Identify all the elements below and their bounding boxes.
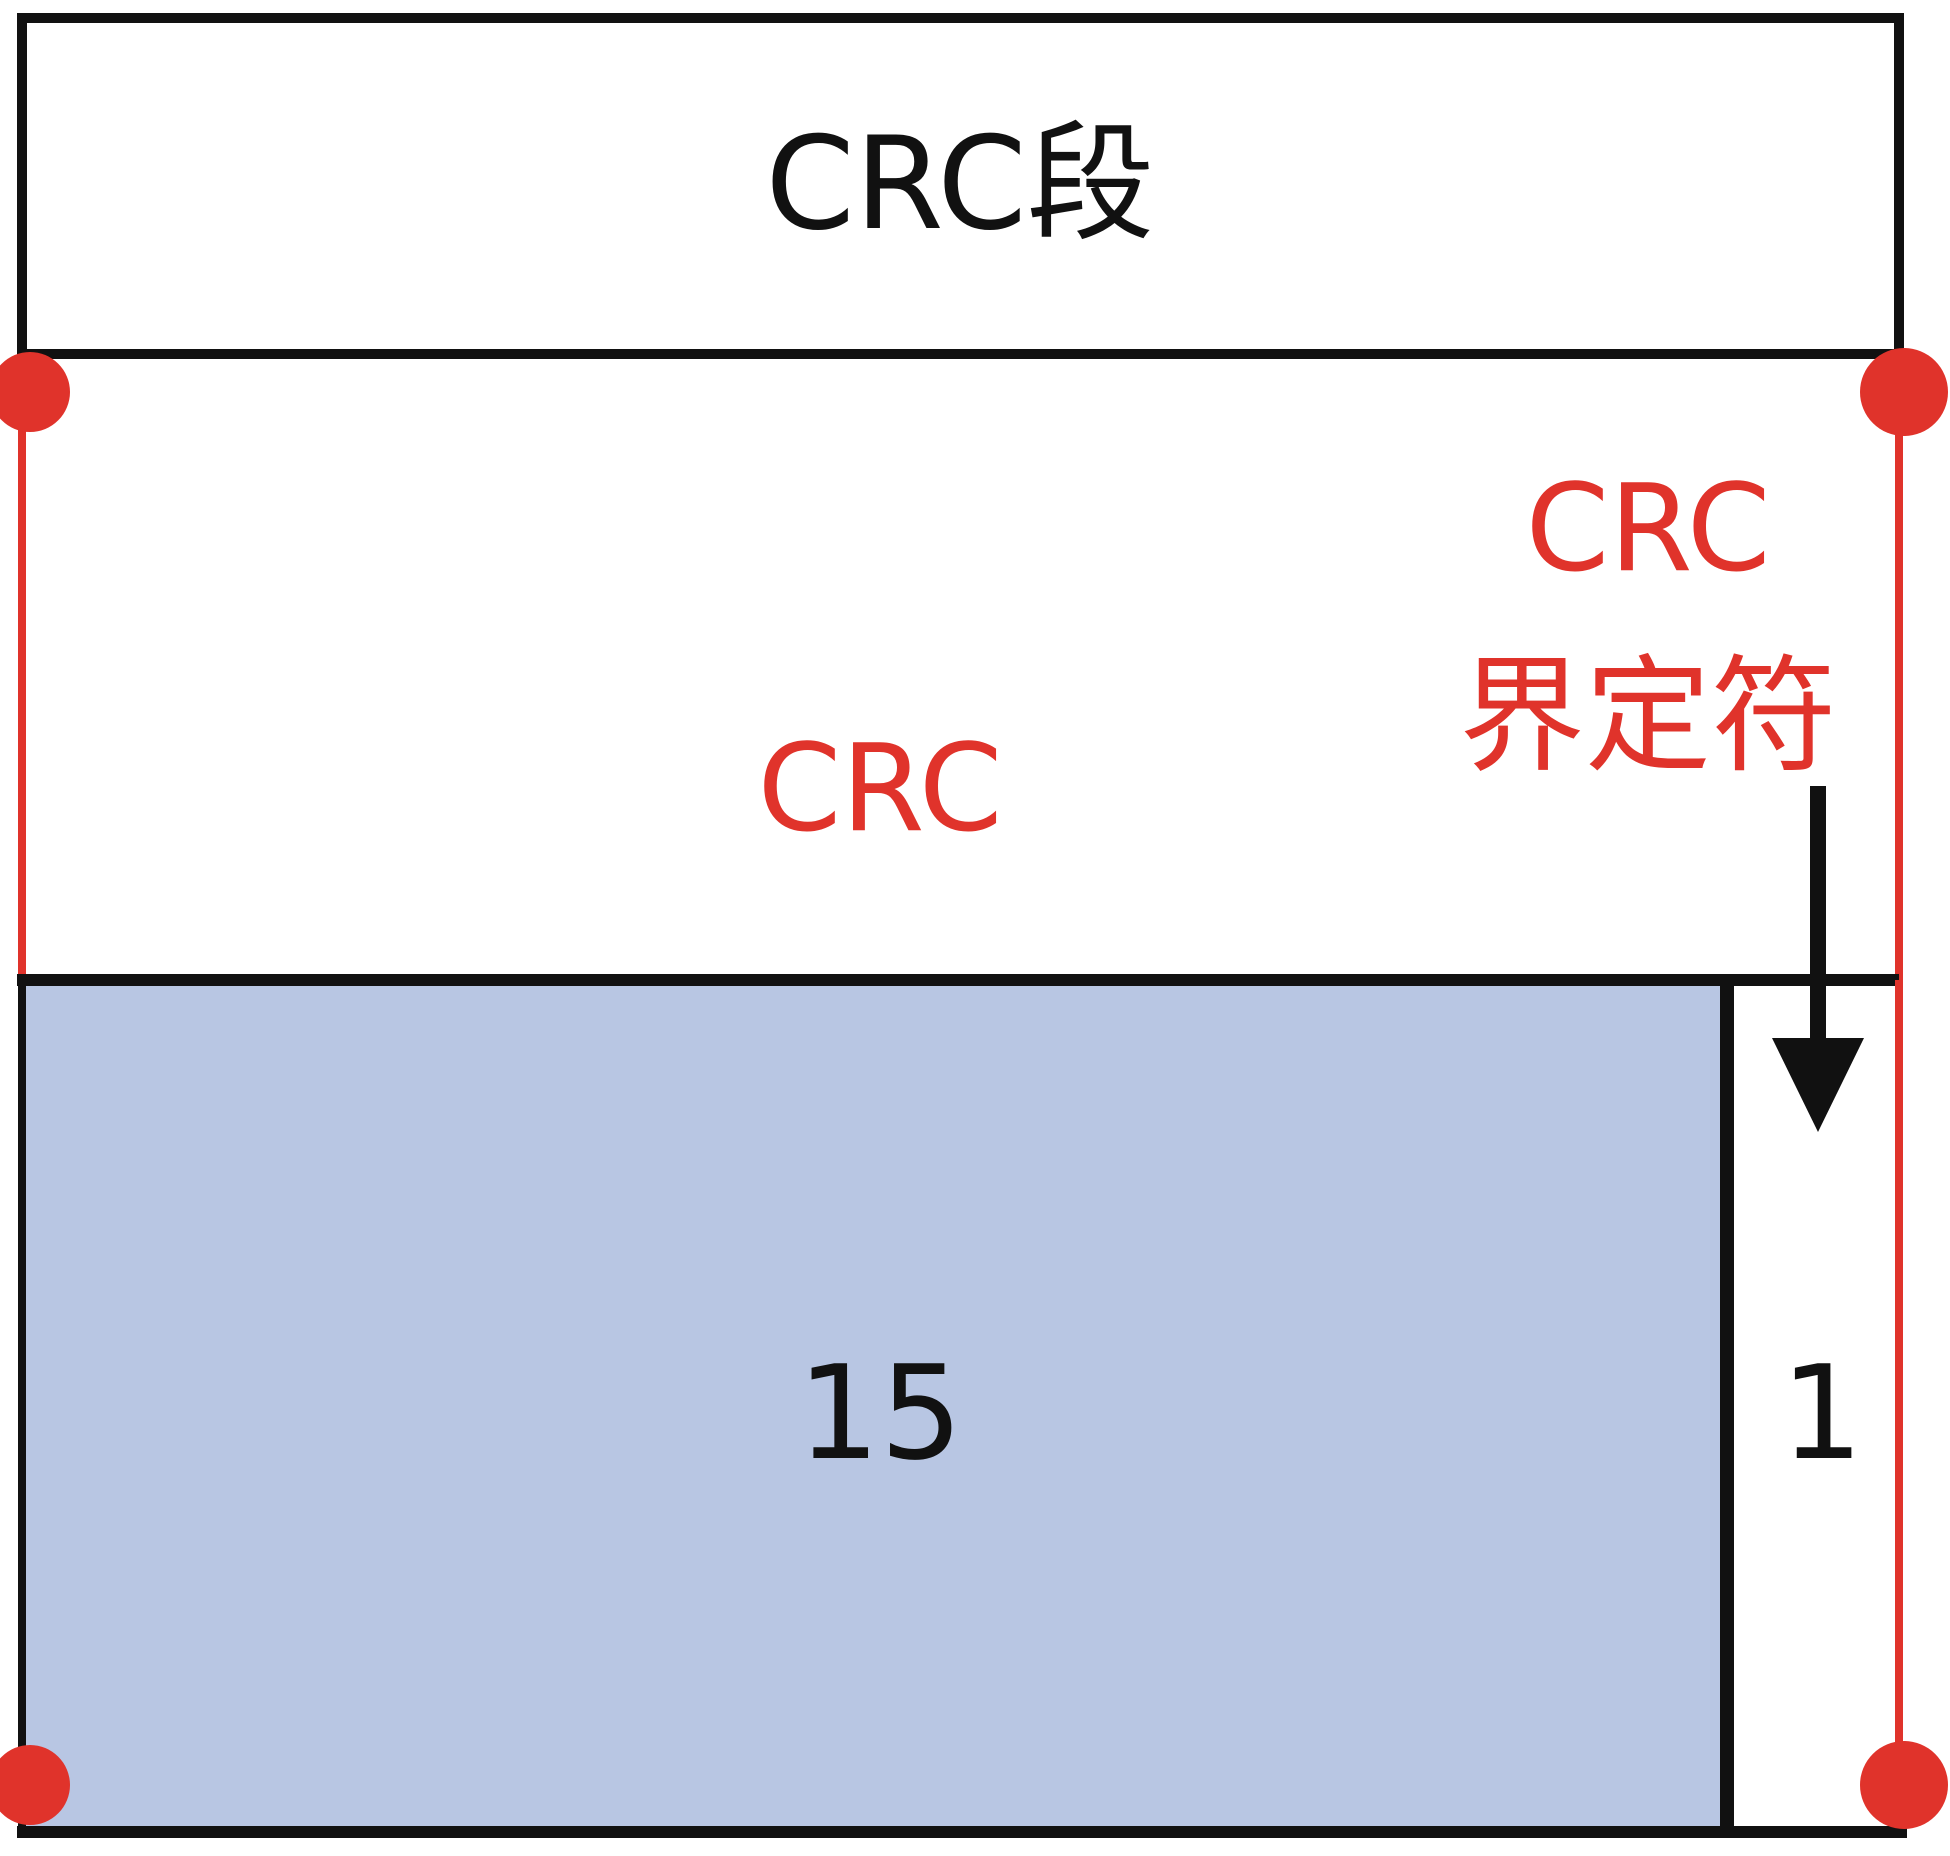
- bottom-left-endpoint-dot: [0, 1745, 70, 1825]
- crc-bits-box: [22, 980, 1727, 1832]
- crc-delimiter-label-line1: CRC: [1526, 460, 1771, 599]
- crc-segment-header-box: [17, 13, 1904, 359]
- crc-bits-count: 15: [797, 1337, 962, 1489]
- delimiter-bits-count: 1: [1781, 1337, 1864, 1489]
- top-right-endpoint-dot: [1860, 348, 1948, 436]
- top-left-endpoint-dot: [0, 352, 70, 432]
- crc-segment-title: CRC段: [765, 110, 1154, 259]
- bottom-right-endpoint-dot: [1860, 1741, 1948, 1829]
- crc-field-label: CRC: [758, 720, 1003, 859]
- crc-delimiter-label-line2: 界定符: [1459, 643, 1837, 790]
- delimiter-bit-box: [1727, 980, 1899, 1832]
- delimiter-arrow-head: [1772, 1038, 1864, 1132]
